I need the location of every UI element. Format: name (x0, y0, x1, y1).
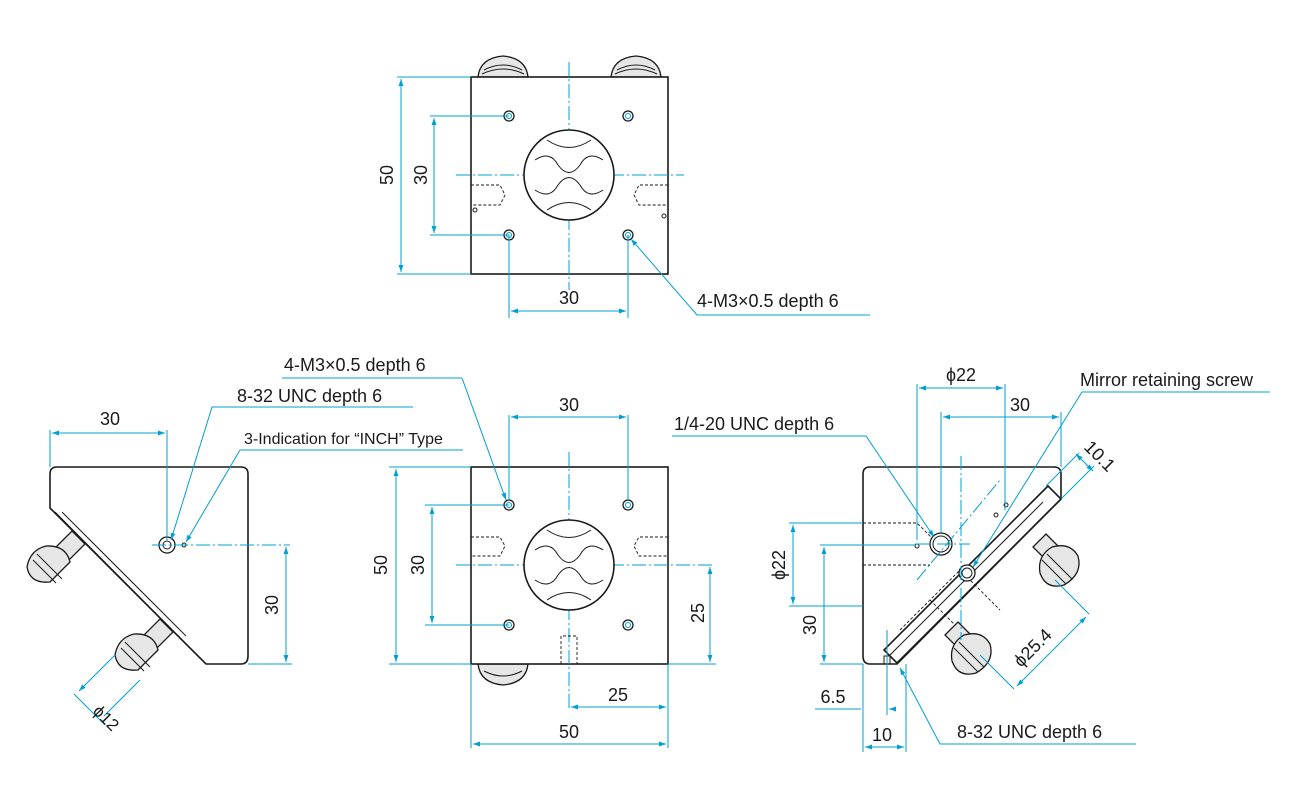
side-view-body (49, 466, 249, 665)
front-dim-25-horizontal: 25 (608, 685, 628, 705)
front-dim-50-vertical: 50 (371, 555, 391, 575)
side-dim-30-vertical: 30 (262, 595, 282, 615)
top-callout-tapped-holes: 4-M3×0.5 depth 6 (697, 291, 839, 311)
top-view-knobs (477, 55, 662, 78)
right-view-body (862, 466, 1062, 665)
side-callout-8-32: 8-32 UNC depth 6 (237, 386, 382, 406)
front-dim-25-vertical: 25 (688, 603, 708, 623)
right-view (672, 384, 1270, 752)
right-dim-10: 10 (872, 725, 892, 745)
right-dim-30-left: 30 (800, 615, 820, 635)
top-dim-30-vertical: 30 (411, 165, 431, 185)
top-dim-30-horizontal: 30 (559, 288, 579, 308)
top-view-mirror-mount (523, 129, 615, 221)
right-dim-30-top: 30 (1010, 395, 1030, 415)
top-view (397, 55, 870, 318)
side-view-knob-upper (26, 530, 86, 584)
front-view (282, 377, 716, 748)
right-dim-dia-25-4: ϕ25.4 (1010, 625, 1056, 671)
right-dim-10-1: 10.1 (1080, 437, 1119, 476)
front-callout-tapped-holes: 4-M3×0.5 depth 6 (284, 355, 426, 375)
right-view-knob-lower (944, 621, 992, 675)
side-dim-knob-diameter: ϕ12 (89, 701, 123, 735)
side-callout-inch: 3-Indication for “INCH” Type (244, 431, 443, 448)
right-callout-quarter-20: 1/4-20 UNC depth 6 (674, 414, 834, 434)
top-dim-50: 50 (377, 165, 397, 185)
right-dim-6-5: 6.5 (820, 687, 845, 707)
front-view-mirror-mount (523, 519, 615, 611)
right-view-knob-upper (1032, 533, 1080, 587)
right-callout-8-32: 8-32 UNC depth 6 (957, 722, 1102, 742)
front-dim-30-horizontal: 30 (559, 395, 579, 415)
side-view-knob-lower (114, 618, 174, 672)
front-dim-30-vertical: 30 (408, 555, 428, 575)
front-dim-50-horizontal: 50 (559, 722, 579, 742)
right-dim-dia-22-top: ϕ22 (946, 365, 976, 385)
front-view-tapped-holes (503, 499, 634, 631)
right-callout-mirror-screw: Mirror retaining screw (1080, 370, 1254, 390)
right-dim-dia-22-left: ϕ22 (769, 550, 789, 580)
side-dim-30-horizontal: 30 (100, 409, 120, 429)
side-view (26, 406, 463, 726)
